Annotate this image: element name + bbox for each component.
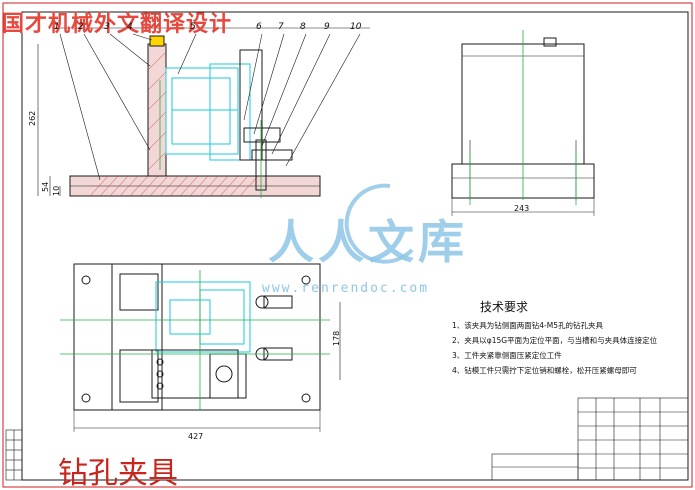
dim-front-height: 262	[28, 110, 37, 126]
dim-plan-length: 427	[188, 432, 204, 441]
inner-frame	[21, 11, 689, 481]
callout-8: 8	[300, 22, 306, 32]
brand-url: www.renrendoc.com	[262, 281, 430, 296]
callout-3: 3	[104, 22, 110, 32]
tech-requirement-2: 2、夹具以φ15G平面为定位平面，与当槽和与夹具体连接定位	[452, 336, 658, 345]
brand-text: 人人文库	[268, 215, 468, 269]
title-block	[491, 397, 689, 481]
brand-logo	[344, 183, 414, 264]
side-view	[451, 30, 595, 216]
dim-side-width: 243	[514, 204, 530, 213]
tech-requirement-3: 3、工件夹紧靠侧面压紧定位工件	[452, 351, 562, 360]
callout-1: 1	[54, 22, 60, 32]
callout-7: 7	[278, 22, 284, 32]
dim-plan-height: 178	[332, 330, 341, 346]
callout-6: 6	[256, 22, 262, 32]
drawing-caption: 钻孔夹具	[58, 456, 178, 490]
plan-view	[60, 263, 341, 432]
tech-requirement-1: 1、该夹具为钻侧面两面钻4-M5孔的钻孔夹具	[452, 321, 603, 330]
front-view	[37, 27, 370, 198]
dim-front-base-1: 54	[41, 181, 50, 192]
dim-front-base-2: 10	[52, 185, 61, 196]
watermark-title: 国才机械外文翻译设计	[2, 12, 233, 37]
tech-requirement-4: 4、钻模工件只需拧下定位销和螺栓，松开压紧螺母即可	[452, 366, 637, 375]
callout-4: 4	[127, 22, 133, 32]
left-title-strip	[5, 429, 23, 481]
callout-2: 2	[78, 22, 84, 32]
callout-10: 10	[350, 22, 362, 32]
tech-requirements-title: 技术要求	[480, 300, 529, 314]
callout-9: 9	[324, 22, 330, 32]
callout-5: 5	[190, 22, 196, 32]
